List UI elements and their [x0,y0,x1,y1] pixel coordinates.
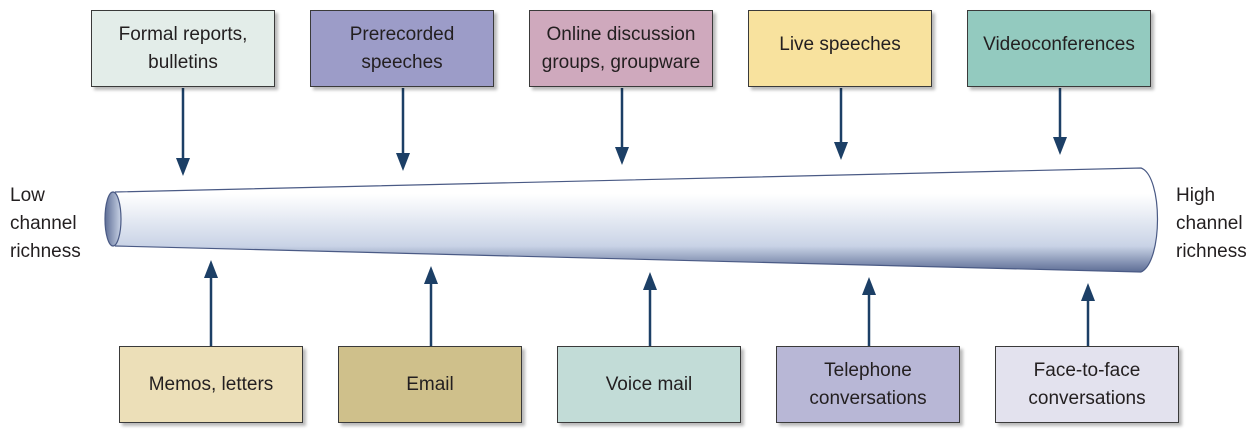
box-text-line: Formal reports, [118,23,248,45]
box-text-line: Voice mail [605,373,693,395]
arrowhead-online-discussion [615,147,629,165]
box-email: Email [338,346,522,423]
low-richness-label: Low channel richness [10,182,81,266]
box-text-line: Face-to-face [1033,359,1141,381]
arrowhead-voice-mail [643,272,657,290]
box-text-line: groups, groupware [541,51,701,73]
box-videoconferences: Videoconferences [967,10,1151,87]
box-face-to-face: Face-to-face conversations [995,346,1179,423]
low-label-line: channel [10,213,77,234]
arrowhead-formal-reports [176,158,190,176]
channel-cone [115,168,1158,272]
high-richness-label: High channel richness [1176,182,1247,266]
high-label-line: High [1176,185,1216,206]
arrowhead-face-to-face [1081,283,1095,301]
high-label-line: richness [1176,241,1247,262]
box-text-line: Prerecorded [349,23,455,45]
box-voice-mail: Voice mail [557,346,741,423]
box-text-line: Online discussion [546,23,696,45]
box-text-line: Live speeches [779,34,901,55]
box-memos-letters: Memos, letters [119,346,303,423]
arrowhead-prerecorded-speeches [396,153,410,171]
box-text-line: Memos, letters [148,373,274,395]
arrowhead-memos-letters [204,260,218,278]
arrowhead-live-speeches [834,142,848,160]
box-text-line: conversations [1028,387,1146,409]
box-telephone-conversations: Telephone conversations [776,346,960,423]
high-label-line: channel [1176,213,1243,234]
cone-outline [114,167,1159,273]
arrowhead-email [424,266,438,284]
low-label-line: richness [10,241,81,262]
box-live-speeches: Live speeches [748,10,932,87]
box-text-line: conversations [809,387,927,409]
box-text-line: Email [406,373,454,395]
box-text-line: Telephone [824,359,912,381]
box-formal-reports: Formal reports, bulletins [91,10,275,87]
low-label-line: Low [10,185,45,206]
box-text-line: bulletins [148,51,218,73]
box-online-discussion: Online discussion groups, groupware [529,10,713,87]
box-text-line: Videoconferences [983,34,1135,55]
arrowhead-videoconferences [1053,137,1067,155]
cone-opening [104,191,122,247]
box-text-line: speeches [361,51,443,73]
box-prerecorded-speeches: Prerecorded speeches [310,10,494,87]
arrowhead-telephone [862,277,876,295]
